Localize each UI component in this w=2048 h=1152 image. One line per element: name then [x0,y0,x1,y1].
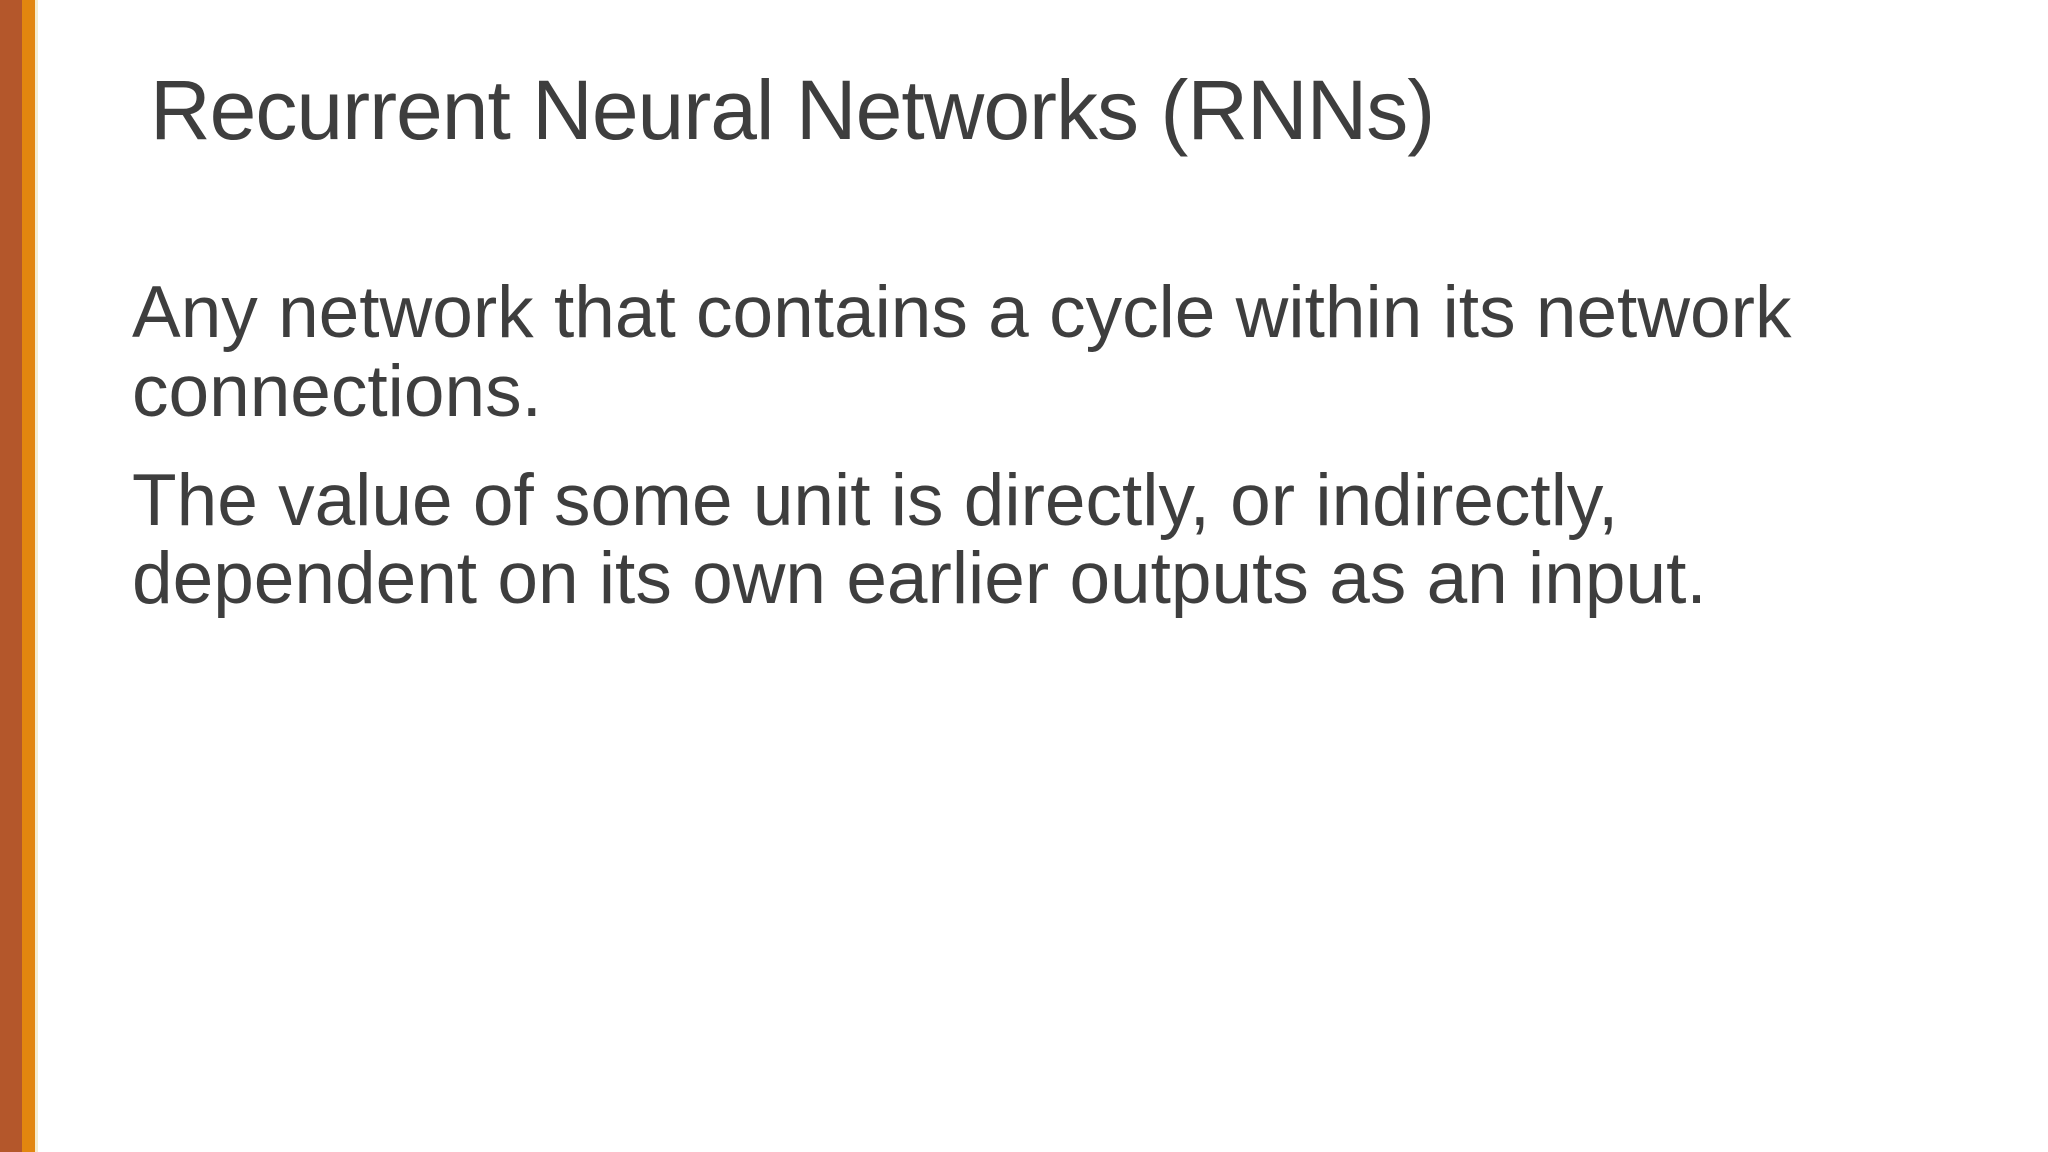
body-paragraph-cycle-definition: Any network that contains a cycle within… [132,272,1792,432]
slide-title: Recurrent Neural Networks (RNNs) [150,63,1435,157]
slide-body: Any network that contains a cycle within… [132,272,1882,649]
body-paragraph-unit-dependency: The value of some unit is directly, or i… [132,459,1707,620]
accent-bar-rust [0,0,22,1152]
accent-bar-orange [22,0,35,1152]
accent-bar-pale [35,0,38,1152]
